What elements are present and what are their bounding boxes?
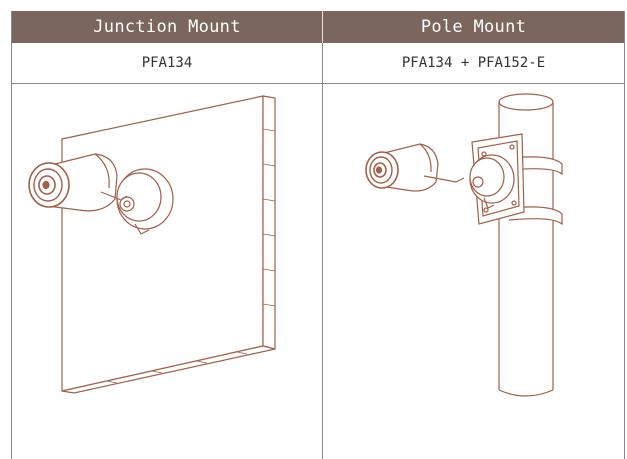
pole-mount-camera-drawing-icon [364,93,563,397]
mount-table: Junction Mount Pole Mount PFA134 PFA134 … [11,11,625,459]
wall-junction-mount-camera-drawing-icon [28,95,276,394]
model-junction-mount: PFA134 [12,43,323,83]
junction-mount-illustration-cell [12,84,323,459]
header-junction-mount: Junction Mount [12,11,323,43]
header-pole-mount: Pole Mount [420,17,527,37]
table-header-row: Junction Mount Pole Mount [12,11,624,43]
model-pole-mount: PFA134 + PFA152-E [401,55,546,71]
pole-mount-illustration-cell [323,84,624,459]
model-row: PFA134 PFA134 + PFA152-E [12,43,624,84]
illustration-row [12,84,624,459]
